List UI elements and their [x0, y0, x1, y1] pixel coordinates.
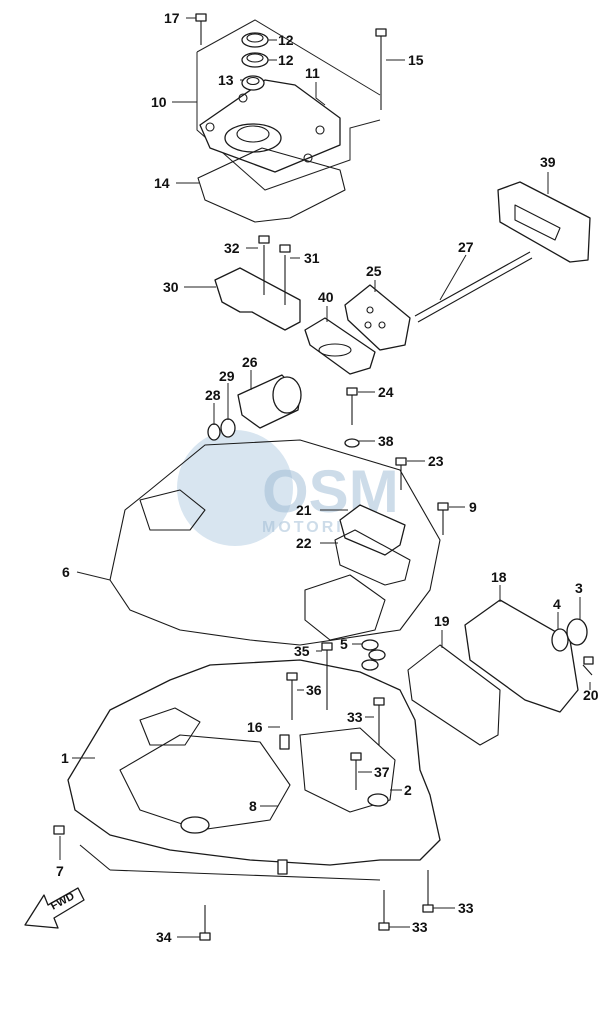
callout-38: 38 — [378, 433, 394, 449]
callout-1: 1 — [61, 750, 69, 766]
o-rings-5 — [361, 639, 386, 671]
callout-19: 19 — [434, 613, 450, 629]
callout-24: 24 — [378, 384, 394, 400]
callout-26: 26 — [242, 354, 258, 370]
callout-16: 16 — [247, 719, 263, 735]
fwd-arrow: FWD — [24, 887, 85, 929]
pipe-21-22 — [334, 387, 449, 586]
watermark-globe — [177, 430, 293, 546]
gasket-6 — [109, 439, 441, 646]
callout-30: 30 — [163, 279, 179, 295]
callout-33: 33 — [412, 919, 428, 935]
callout-13: 13 — [218, 72, 234, 88]
callout-20: 20 — [583, 687, 599, 703]
callout-31: 31 — [304, 250, 320, 266]
callout-12: 12 — [278, 52, 294, 68]
callout-23: 23 — [428, 453, 444, 469]
callout-32: 32 — [224, 240, 240, 256]
callout-29: 29 — [219, 368, 235, 384]
callout-37: 37 — [374, 764, 390, 780]
main-body-1 — [53, 642, 441, 941]
callout-5: 5 — [340, 636, 348, 652]
bracket-assembly — [214, 235, 301, 331]
side-cover-assembly — [407, 599, 594, 746]
callout-4: 4 — [553, 596, 561, 612]
callout-11: 11 — [305, 65, 320, 81]
callout-2: 2 — [404, 782, 412, 798]
plate-shaft-assembly — [304, 181, 591, 375]
callout-18: 18 — [491, 569, 507, 585]
callout-33: 33 — [347, 709, 363, 725]
callout-7: 7 — [56, 863, 64, 879]
callout-36: 36 — [306, 682, 322, 698]
callout-21: 21 — [296, 502, 312, 518]
callout-25: 25 — [366, 263, 382, 279]
sensor-assembly — [207, 374, 302, 441]
callout-17: 17 — [164, 10, 180, 26]
callout-27: 27 — [458, 239, 474, 255]
callout-40: 40 — [318, 289, 334, 305]
callout-10: 10 — [151, 94, 167, 110]
callout-15: 15 — [408, 52, 424, 68]
callout-35: 35 — [294, 643, 310, 659]
callout-39: 39 — [540, 154, 556, 170]
callout-14: 14 — [154, 175, 170, 191]
callout-28: 28 — [205, 387, 221, 403]
callout-3: 3 — [575, 580, 583, 596]
callout-34: 34 — [156, 929, 172, 945]
callout-6: 6 — [62, 564, 70, 580]
callout-labels: 17 12 12 15 13 11 10 39 14 27 32 31 25 3… — [56, 10, 599, 945]
callout-12: 12 — [278, 32, 294, 48]
callout-9: 9 — [469, 499, 477, 515]
leader-lines — [59, 17, 591, 938]
callout-22: 22 — [296, 535, 312, 551]
callout-8: 8 — [249, 798, 257, 814]
callout-33: 33 — [458, 900, 474, 916]
